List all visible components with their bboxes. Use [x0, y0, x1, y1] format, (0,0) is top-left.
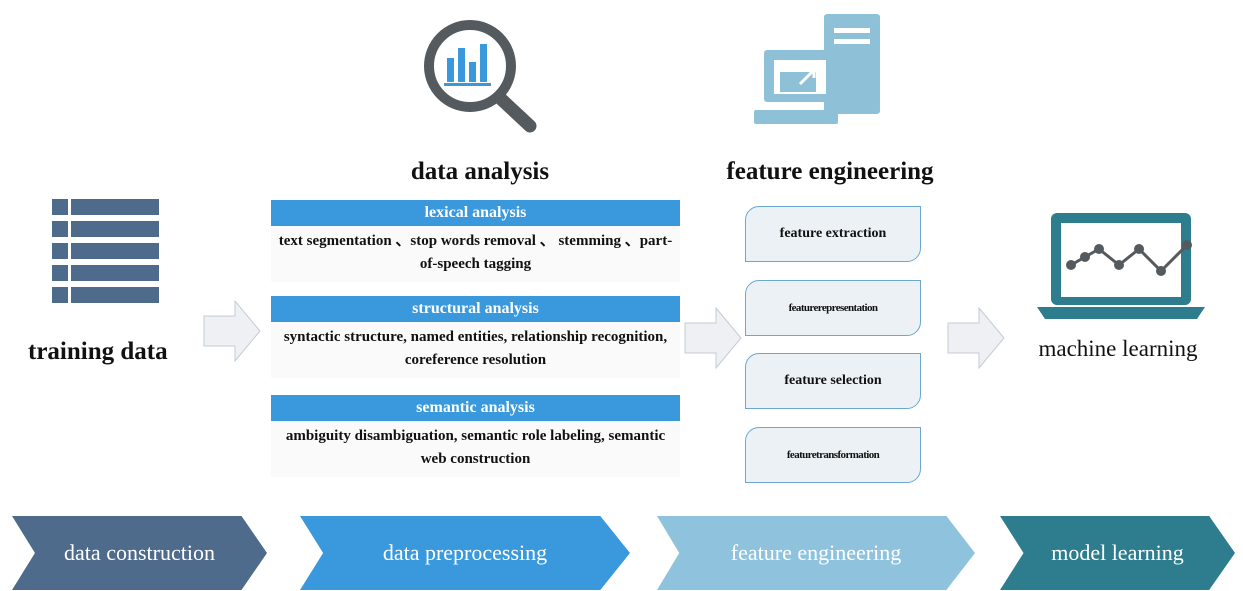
stage-label: feature engineering: [730, 540, 902, 565]
magnifier-chart-icon: [424, 20, 537, 133]
training-data-label: training data: [28, 338, 168, 365]
data-analysis-title: data analysis: [410, 158, 550, 185]
lexical-analysis-block: lexical analysis text segmentation 、stop…: [271, 200, 680, 282]
structural-analysis-block: structural analysis syntactic structure,…: [271, 296, 680, 378]
laptop-line-chart-icon: [1037, 213, 1205, 319]
feature-extraction-box: feature extraction: [745, 206, 921, 262]
right-arrow-icon: [947, 307, 1005, 369]
computer-icon: [754, 14, 880, 124]
semantic-analysis-block: semantic analysis ambiguity disambiguati…: [271, 395, 680, 477]
stage-model-learning: model learning: [1000, 516, 1235, 590]
stage-data-preprocessing: data preprocessing: [300, 516, 630, 590]
block-heading: lexical analysis: [271, 200, 680, 226]
table-icon: [52, 199, 159, 303]
feature-transformation-box: featuretransformation: [745, 427, 921, 483]
block-heading: structural analysis: [271, 296, 680, 322]
feature-selection-box: feature selection: [745, 353, 921, 409]
stage-label: data preprocessing: [382, 540, 548, 565]
stage-feature-engineering: feature engineering: [657, 516, 975, 590]
stage-label: model learning: [1051, 540, 1184, 565]
block-body: text segmentation 、stop words removal 、 …: [271, 226, 680, 282]
right-arrow-icon: [684, 307, 742, 369]
stage-data-construction: data construction: [12, 516, 267, 590]
machine-learning-label: machine learning: [1038, 336, 1198, 361]
right-arrow-icon: [203, 300, 261, 362]
stage-label: data construction: [64, 540, 215, 565]
feature-representation-box: featurerepresentation: [745, 280, 921, 336]
feature-engineering-title: feature engineering: [726, 158, 934, 185]
block-heading: semantic analysis: [271, 395, 680, 421]
block-body: ambiguity disambiguation, semantic role …: [271, 421, 680, 477]
block-body: syntactic structure, named entities, rel…: [271, 322, 680, 378]
